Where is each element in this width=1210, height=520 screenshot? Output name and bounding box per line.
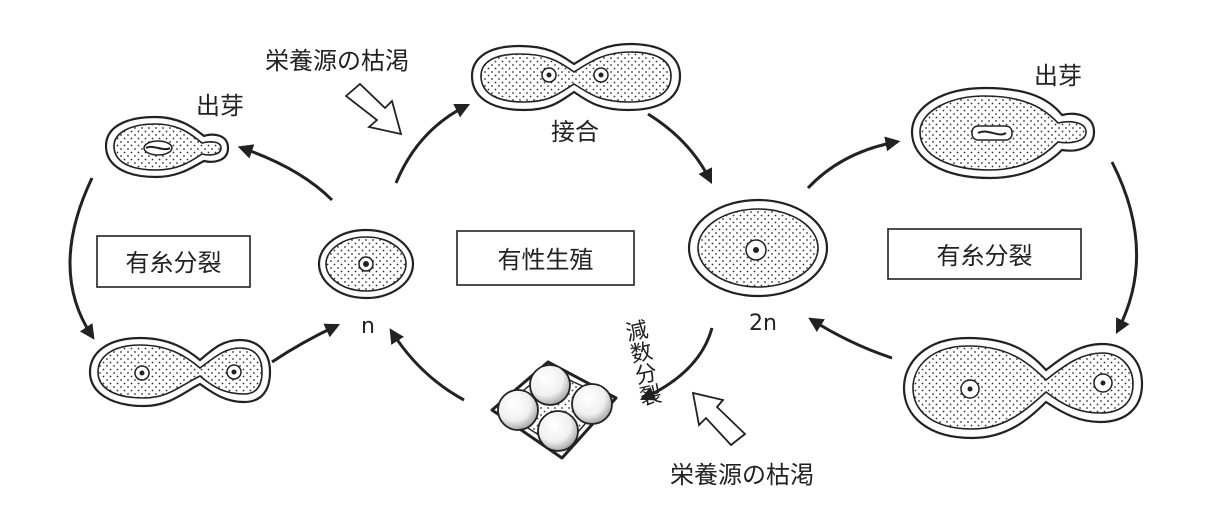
mitosis-box-right: 有糸分裂 <box>887 228 1082 280</box>
starvation-label-top: 栄養源の枯渇 <box>265 47 409 75</box>
sexual-reproduction-label: 有性生殖 <box>498 246 594 274</box>
arrow-haploid-to-bud-left <box>237 144 334 202</box>
spore <box>529 364 571 406</box>
diploid-label: 2n <box>749 311 777 336</box>
cycle-arrows <box>68 103 1138 402</box>
arrow-diploid-to-bud-right <box>806 136 901 190</box>
spore <box>571 383 613 425</box>
conjugation-cells <box>470 42 682 112</box>
arrow-right-mitosis <box>1110 161 1138 335</box>
meiosis-label: 減数分裂 <box>620 317 664 409</box>
arrow-haploid-to-conjugation <box>394 103 471 184</box>
spore <box>537 410 579 452</box>
arrow-conjugation-to-diploid <box>647 112 713 185</box>
starvation-label-bottom: 栄養源の枯渇 <box>670 461 814 489</box>
mitosis-label-right: 有糸分裂 <box>937 242 1033 270</box>
mitosis-label-left: 有糸分裂 <box>126 249 222 277</box>
sexual-reproduction-box: 有性生殖 <box>456 230 635 286</box>
haploid-label: n <box>361 314 375 339</box>
budding-cell-right <box>910 86 1096 180</box>
arrow-ascus-to-haploid <box>389 328 465 402</box>
diploid-cell <box>687 198 829 298</box>
dividing-cell-left <box>88 336 272 408</box>
mitosis-box-left: 有糸分裂 <box>96 235 251 288</box>
budding-label-left: 出芽 <box>196 92 244 120</box>
starvation-arrow-top <box>344 82 403 136</box>
arrow-meiosis <box>639 327 714 401</box>
budding-cell-left <box>104 115 230 179</box>
arrow-right-division-to-diploid <box>808 317 893 360</box>
arrow-left-division-to-haploid <box>271 323 341 364</box>
spore <box>497 389 539 431</box>
conjugation-label: 接合 <box>551 118 599 146</box>
budding-label-right: 出芽 <box>1034 62 1082 90</box>
starvation-arrow-bottom <box>691 391 747 447</box>
haploid-cell <box>317 228 415 300</box>
arrow-left-mitosis <box>68 177 95 340</box>
dividing-cell-right <box>902 336 1144 440</box>
ascus-with-spores <box>490 360 618 460</box>
